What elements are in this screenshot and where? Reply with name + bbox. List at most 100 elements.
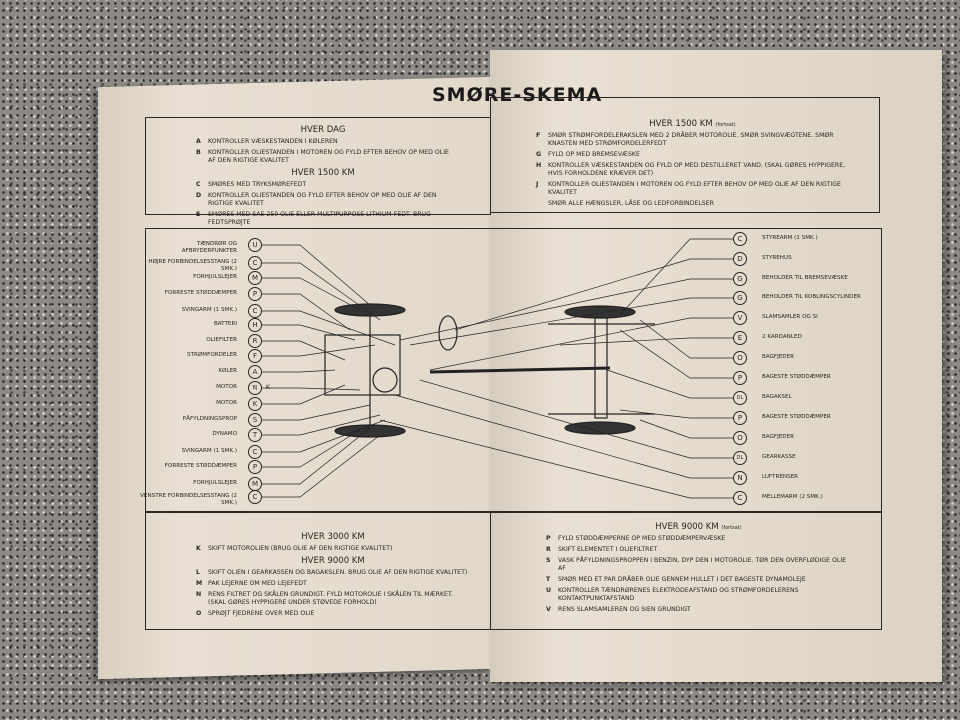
item-letter: F [536, 132, 541, 139]
part-label: KØLER [218, 368, 237, 374]
leader-line [262, 324, 356, 341]
rear-axle [594, 317, 608, 419]
item-text: SMØR STRØMFORDELERAKSLEN MED 2 DRÅBER MO… [548, 132, 834, 147]
lube-code-circle: P [733, 411, 747, 425]
leader-line [639, 319, 733, 359]
part-label: SLAMSAMLER OG SI [762, 314, 818, 320]
item-letter: E [196, 211, 201, 218]
lube-code-circle: N [733, 471, 747, 485]
item-letter: A [196, 138, 201, 145]
leader-line [559, 337, 733, 346]
lube-code-circle: S [248, 413, 262, 427]
lube-code-circle: V [733, 311, 747, 325]
item-letter: J [536, 181, 539, 188]
leader-line [262, 277, 361, 311]
item-text: PAK LEJERNE OM MED LEJEFEDT [208, 580, 307, 587]
lube-code-circle: C [248, 256, 262, 270]
lube-code-circle: DL [733, 451, 747, 465]
item-letter: U [546, 587, 552, 594]
cont-note-2: (fortsat) [721, 525, 742, 531]
part-label: BAGESTE STØDDÆMPER [762, 414, 831, 420]
instruction-item: F SMØR STRØMFORDELERAKSLEN MED 2 DRÅBER M… [536, 132, 849, 148]
lube-code-circle: M [248, 271, 262, 285]
lube-code-circle: C [733, 232, 747, 246]
part-label: BAGESTE STØDDÆMPER [762, 374, 831, 380]
part-label: PÅFYLDNINGSPROP [182, 416, 237, 422]
item-text: FYLD STØDDÆMPERNE OP MED STØDDÆMPERVÆSKE [558, 535, 726, 542]
part-label: DYNAMO [212, 431, 237, 437]
part-label: STRØMFORDELER [187, 352, 237, 358]
leader-line [379, 419, 733, 499]
leader-line [262, 427, 371, 485]
front-right-wheel [334, 303, 406, 317]
heading-9000: HVER 9000 KM [301, 556, 365, 566]
part-label: 2 KARDANLED [762, 334, 802, 340]
leader-line [262, 244, 371, 306]
item-letter: C [196, 181, 201, 188]
part-label: MOTOR [216, 384, 237, 390]
part-label: VENSTRE FORBINDELSESSTANG (2 SMK.) [140, 493, 237, 506]
item-text: KONTROLLER TÆNDRØRENES ELEKTRODEAFSTAND … [558, 587, 799, 602]
item-text: KONTROLLER OLIESTANDEN I MOTOREN OG FYLD… [548, 181, 841, 196]
part-label: BAGAKSEL [762, 394, 792, 400]
lube-code-circle: K [248, 397, 262, 411]
item-letter: L [196, 569, 200, 576]
engine [324, 334, 401, 396]
item-letter: B [196, 149, 201, 156]
item-text: VASK PÅFYLDNINGSPROPPEN I BENZIN, DYP DE… [558, 557, 847, 572]
instruction-item: SMØR ALLE HÆNGSLER, LÅSE OG LEDFORBINDEL… [536, 200, 849, 208]
item-letter: H [536, 162, 542, 169]
item-letter: T [546, 576, 551, 583]
lube-code-circle: R [248, 334, 262, 348]
lube-code-circle: C [733, 491, 747, 505]
leader-line [454, 258, 733, 331]
heading-1500: HVER 1500 KM [291, 168, 355, 178]
leader-line [606, 369, 733, 399]
lube-code-circle: O [733, 351, 747, 365]
item-text: RENS FILTRET OG SKÅLEN GRUNDIGT. FYLD MO… [208, 591, 453, 606]
leader-line [262, 404, 371, 421]
steering-wheel [438, 315, 458, 351]
chassis-diagram [145, 228, 882, 512]
page-title: SMØRE-SKEMA [432, 84, 603, 106]
leader-line [262, 419, 386, 453]
lube-code-circle: C [248, 490, 262, 504]
item-letter: O [196, 610, 202, 617]
lube-code-circle: P [248, 460, 262, 474]
lube-code-circle: G [733, 291, 747, 305]
item-text: SKIFT MOTOROLIEN (BRUG OLIE AF DEN RIGTI… [208, 545, 393, 552]
part-label: FORHJULSLEJER [193, 274, 237, 280]
part-label: HØJRE FORBINDELSESSTANG (2 SMK.) [148, 259, 237, 272]
item-letter: V [546, 606, 551, 613]
flywheel [372, 367, 398, 393]
instruction-item: J KONTROLLER OLIESTANDEN I MOTOREN OG FYL… [536, 181, 849, 197]
part-label: TÆNDRØR OG AFBRYDERPUNKTER [181, 241, 237, 254]
leader-line [394, 394, 733, 479]
part-label: OLIEFILTER [206, 337, 237, 343]
leader-line [409, 297, 733, 346]
rear-right-wheel [564, 305, 636, 319]
item-letter: M [196, 580, 203, 587]
part-label: FORHJULSLEJER [193, 480, 237, 486]
leader-line [262, 340, 346, 361]
item-letter: R [546, 546, 551, 553]
item-text: SMØR MED ET PAR DRÅBER OLIE GENNEM HULLE… [558, 576, 806, 583]
right-page [490, 50, 942, 682]
heading-1500-cont: HVER 1500 KM [649, 119, 713, 129]
item-text: KONTROLLER VÆSKESTANDEN OG FYLD OP MED D… [548, 162, 846, 177]
leader-line [262, 414, 381, 436]
lube-code-circle: A [248, 365, 262, 379]
leader-line [619, 238, 733, 316]
item-letter: D [196, 192, 202, 199]
